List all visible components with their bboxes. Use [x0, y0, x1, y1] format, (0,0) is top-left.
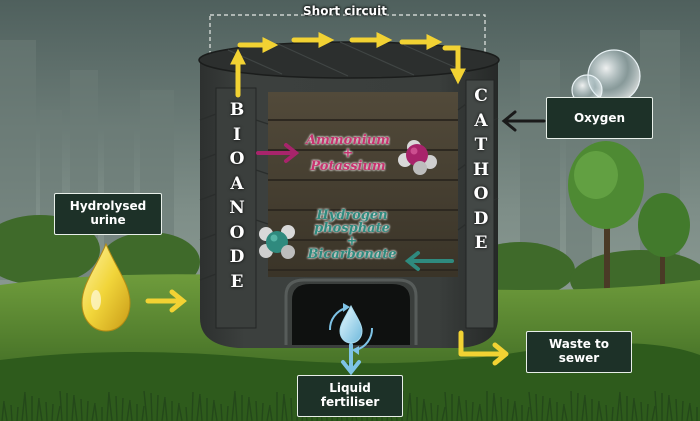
oxygen-arrow: [501, 110, 546, 132]
cation-arrow: [256, 143, 300, 163]
cation-name-2: Potassium: [310, 159, 386, 174]
bioanode-letter: I: [233, 124, 241, 145]
trees: [568, 141, 690, 295]
cation-plus: +: [342, 146, 354, 161]
cathode-letter: A: [474, 110, 488, 131]
bioanode-letter: O: [229, 222, 245, 243]
waste-arrow: [458, 330, 509, 366]
interior: [268, 92, 458, 277]
wall-slats: [199, 103, 499, 281]
ammonium-molecule-icon: [398, 140, 437, 175]
anion-name-2: phosphate: [314, 221, 390, 236]
fertiliser-drop-icon: [328, 303, 374, 355]
cation-name-1: Ammonium: [306, 133, 390, 148]
phosphate-molecule-icon: [259, 225, 295, 259]
bioanode-letter: A: [230, 173, 244, 194]
oxygen-label: Oxygen: [546, 97, 653, 139]
short-circuit-label: Short circuit: [303, 4, 387, 18]
anion-name-3: Bicarbonate: [307, 247, 397, 262]
liquid-fertiliser-label: Liquid fertiliser: [297, 375, 403, 417]
bioanode-letter: E: [230, 271, 244, 292]
bioanode-letter: O: [229, 149, 245, 169]
cathode-letter: C: [474, 86, 488, 106]
hydrolysed-urine-label: Hydrolysed urine: [54, 193, 162, 235]
short-circuit-arrows: [229, 31, 467, 98]
bioanode-panel: [215, 87, 257, 329]
urine-arrow: [145, 289, 187, 313]
arrow-down-right: [442, 45, 467, 85]
cation-text: Ammonium + Potassium: [292, 134, 404, 173]
waste-to-sewer-label: Waste to sewer: [526, 331, 632, 373]
bioanode-letter: N: [229, 198, 245, 218]
anion-text: Hydrogen phosphate + Bicarbonate: [296, 209, 408, 261]
outlet-frame: [284, 278, 418, 345]
anion-arrow: [404, 251, 454, 271]
bioanode-letter: B: [229, 100, 245, 120]
reactor-bin: [198, 41, 500, 348]
cathode-panel: [465, 79, 495, 329]
anion-plus: +: [346, 234, 358, 249]
cathode-letter: D: [473, 208, 489, 229]
cathode-letter: T: [474, 135, 488, 155]
urine-drop-icon: [81, 242, 131, 332]
interior-slats: [268, 119, 458, 271]
anion-name-1: Hydrogen: [316, 208, 388, 223]
cathode-letter: H: [472, 159, 490, 180]
cathode-letter: E: [474, 233, 488, 253]
fertiliser-arrow: [341, 343, 361, 376]
bioanode-letter: D: [229, 247, 245, 267]
cathode-letter: O: [473, 184, 489, 204]
